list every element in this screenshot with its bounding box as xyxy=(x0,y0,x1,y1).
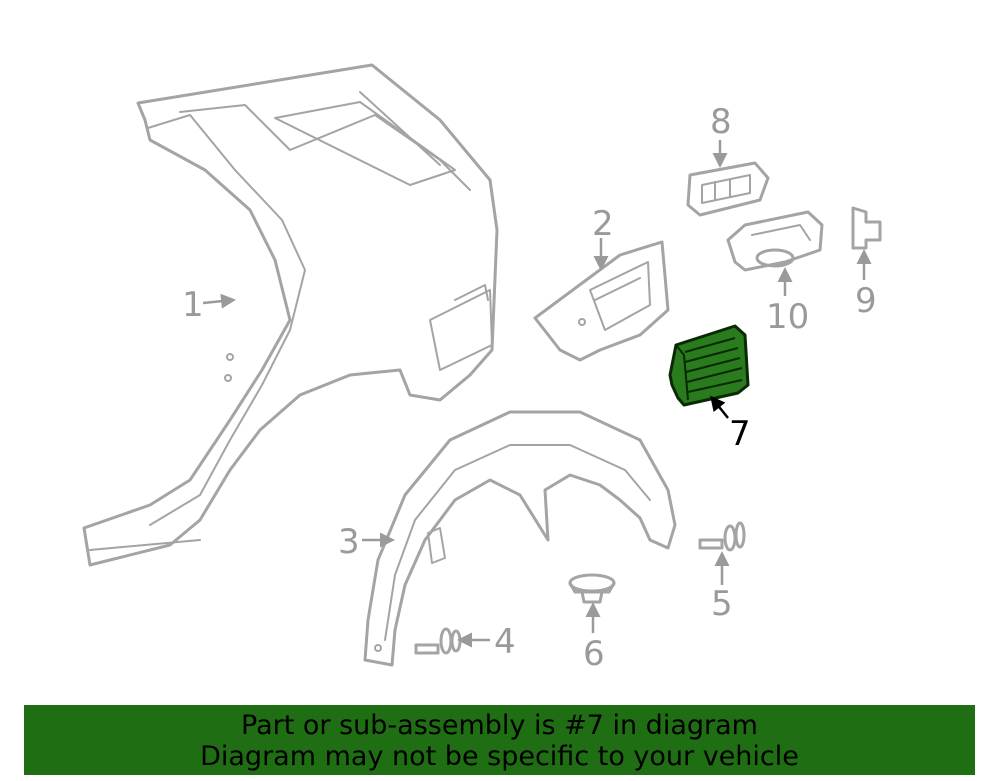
bolt-part-4 xyxy=(414,627,462,655)
info-banner: Part or sub-assembly is #7 in diagram Di… xyxy=(24,705,975,775)
callout-3: 3 xyxy=(338,522,360,562)
fuel-door-part-8 xyxy=(686,161,770,217)
banner-line-2: Diagram may not be specific to your vehi… xyxy=(200,741,799,772)
callout-7-highlighted: 7 xyxy=(729,414,751,454)
callout-1: 1 xyxy=(182,285,204,325)
wheel-liner-part xyxy=(363,410,677,667)
callout-2: 2 xyxy=(592,204,614,244)
callout-6: 6 xyxy=(583,634,605,674)
quarter-panel-part xyxy=(82,63,499,567)
banner-line-1: Part or sub-assembly is #7 in diagram xyxy=(241,710,758,741)
bolt-part-5 xyxy=(698,521,746,552)
callout-4: 4 xyxy=(494,622,516,662)
parts-diagram: 1 2 3 4 5 6 7 8 9 10 xyxy=(82,63,882,674)
callout-5: 5 xyxy=(711,584,733,624)
vent-part-7-highlighted xyxy=(668,324,750,407)
callout-9: 9 xyxy=(855,281,877,321)
bracket-part-9 xyxy=(851,206,882,250)
inner-panel-part xyxy=(533,240,670,362)
callout-10: 10 xyxy=(766,297,809,337)
clip-part-6 xyxy=(568,573,616,604)
callout-8: 8 xyxy=(710,102,732,142)
fuel-housing-part-10 xyxy=(726,210,824,272)
